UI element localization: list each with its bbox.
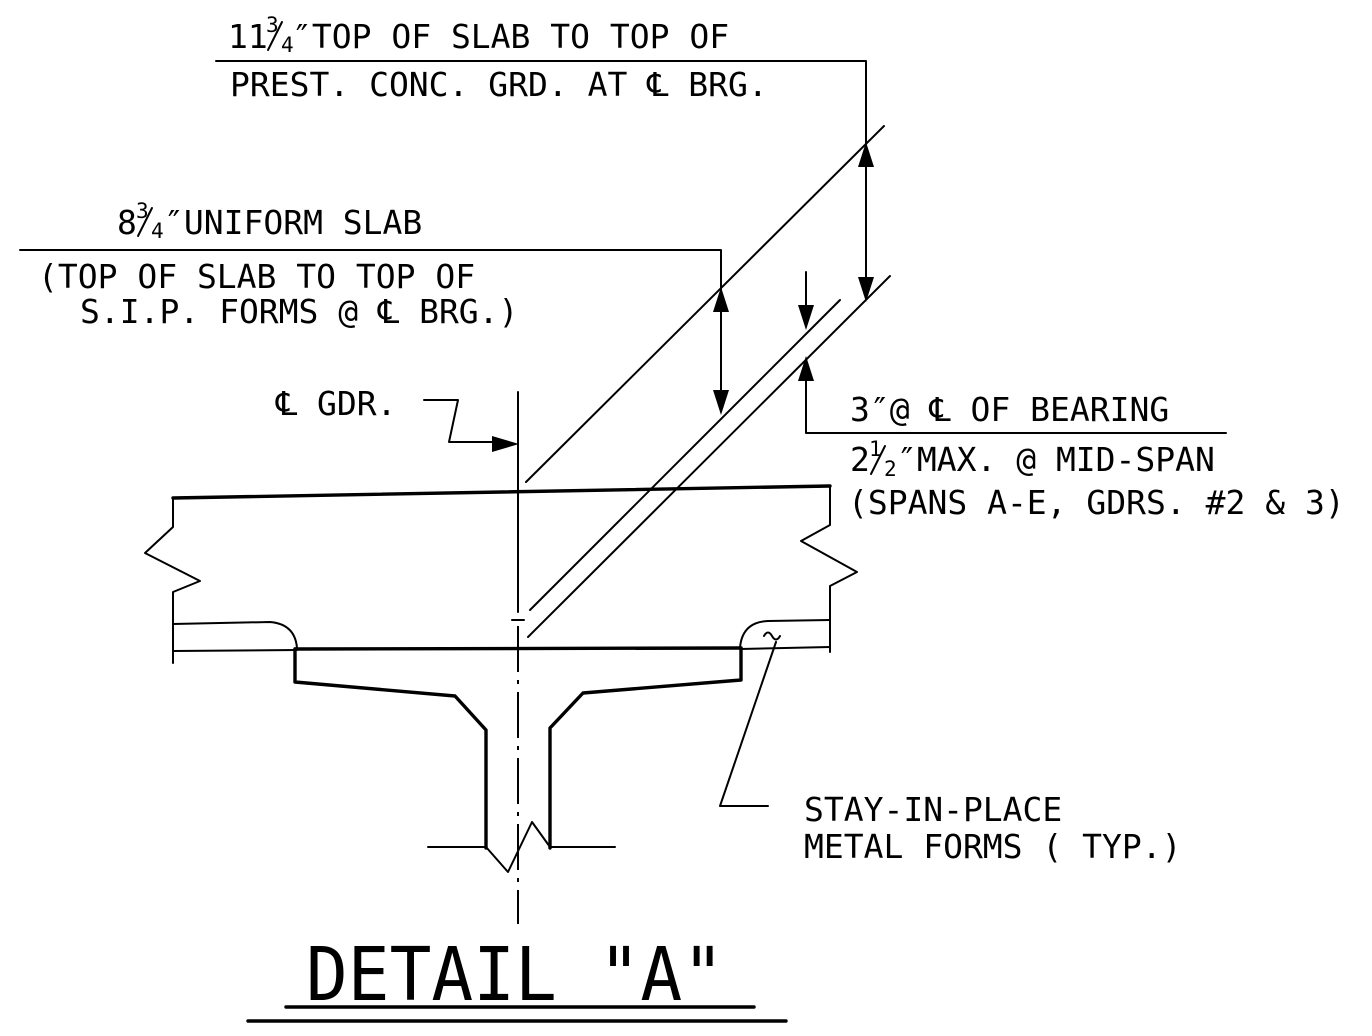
slab-dim-arrow-up — [713, 287, 729, 312]
top-dim-leader — [215, 60, 867, 153]
slab-dim-leader — [19, 249, 722, 291]
gdr-label: ℄ GDR. — [275, 384, 397, 423]
haunch-frac-num: 1 — [869, 437, 882, 461]
top-of-girder-line — [527, 275, 891, 638]
dimension-arrows — [713, 142, 1227, 434]
haunch-line2-text: ″MAX. @ MID-SPAN — [897, 440, 1215, 479]
haunch-line2-number: 2 — [850, 440, 870, 479]
gdr-leader — [423, 399, 498, 443]
haunch-line1: 3″@ ℄ OF BEARING — [850, 390, 1169, 429]
top-dim-frac-den: 4 — [281, 33, 294, 57]
top-of-slab-line — [525, 125, 885, 483]
haunch-arrow-up — [798, 356, 814, 381]
slab-dim-frac-num: 3 — [136, 199, 149, 223]
girder-left-flange — [293, 647, 488, 850]
right-break-line — [800, 485, 858, 653]
girder-web-break — [427, 821, 616, 873]
haunch-note: 3″@ ℄ OF BEARING 2 1 2 ″MAX. @ MID-SPAN … — [848, 390, 1345, 522]
slab-dim-text: ″UNIFORM SLAB — [164, 203, 422, 242]
haunch-line3: (SPANS A-E, GDRS. #2 & 3) — [848, 483, 1345, 522]
deck-slab — [144, 484, 858, 664]
top-dim-frac-bar — [267, 21, 283, 51]
girder-centerline — [511, 391, 525, 924]
forms-line1: STAY-IN-PLACE — [804, 790, 1062, 829]
slab-dim-arrow-down — [713, 390, 729, 415]
haunch-frac-bar — [870, 445, 886, 475]
uniform-slab-note: 8 3 4 ″UNIFORM SLAB (TOP OF SLAB TO TOP … — [19, 199, 722, 331]
top-of-forms-line — [529, 299, 841, 611]
centerline-girder-note: ℄ GDR. — [275, 384, 519, 452]
forms-line2: METAL FORMS ( TYP.) — [804, 827, 1182, 866]
right-sip-form-top — [739, 619, 831, 649]
slab-dim-line3: S.I.P. FORMS @ ℄ BRG.) — [80, 292, 518, 331]
top-dim-frac-num: 3 — [266, 13, 279, 37]
haunch-leader — [805, 371, 1227, 434]
haunch-frac-den: 2 — [884, 457, 897, 481]
left-break-line — [144, 497, 201, 664]
top-dim-arrow-up — [858, 142, 874, 167]
top-dim-number: 11 — [228, 17, 268, 56]
stay-in-place-forms-note: STAY-IN-PLACE METAL FORMS ( TYP.) — [719, 631, 1182, 866]
slab-diagonal-lines — [525, 125, 891, 638]
slab-dim-line2: (TOP OF SLAB TO TOP OF — [38, 257, 475, 296]
top-of-slab — [171, 484, 832, 500]
form-squiggle-mark — [763, 631, 781, 641]
slab-dim-number: 8 — [117, 203, 137, 242]
detail-title: DETAIL "A" — [306, 932, 724, 1018]
top-dim-text: ″TOP OF SLAB TO TOP OF — [292, 17, 729, 56]
haunch-arrow-down — [798, 305, 814, 330]
detail-title-block: DETAIL "A" — [246, 932, 788, 1023]
top-dim-line2: PREST. CONC. GRD. AT ℄ BRG. — [230, 65, 768, 104]
right-sip-form-bottom — [739, 646, 831, 650]
girder-right-flange — [548, 646, 743, 850]
top-slab-dimension-note: 11 3 4 ″TOP OF SLAB TO TOP OF PREST. CON… — [215, 13, 867, 153]
forms-leader — [719, 641, 777, 807]
top-dim-arrow-down — [858, 277, 874, 302]
gdr-arrowhead — [492, 436, 519, 452]
slab-dim-frac-bar — [137, 207, 153, 237]
left-sip-form-bottom — [172, 649, 298, 652]
slab-dim-frac-den: 4 — [151, 219, 164, 243]
left-sip-form-top — [172, 621, 298, 649]
